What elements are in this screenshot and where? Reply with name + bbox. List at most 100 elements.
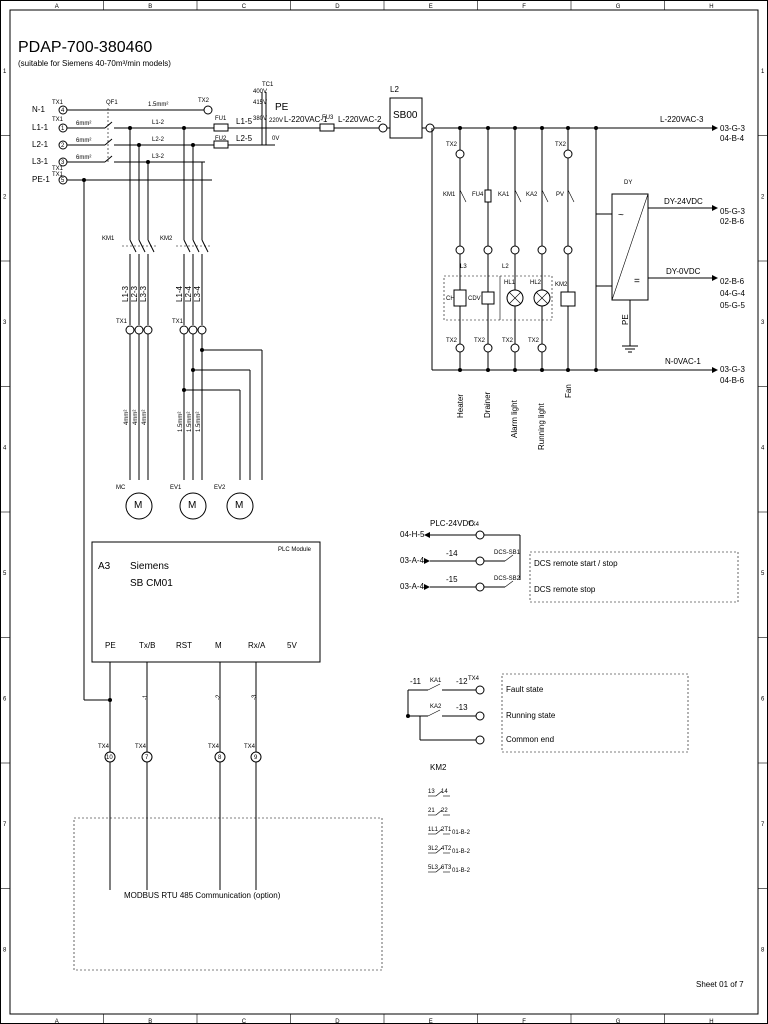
svg-text:TX2: TX2	[502, 338, 514, 344]
km1-phase-2: L2-3	[130, 285, 139, 302]
km2-contact-ref: 01-B-2	[452, 849, 471, 855]
plc-port-m: M	[215, 641, 222, 650]
cable-15b: 1.5mm²	[187, 412, 193, 432]
load-alarm-light: Alarm light	[510, 399, 519, 438]
fu2-label: FU2	[215, 136, 227, 142]
plc-port-pe: PE	[105, 641, 116, 650]
grid-col-H: H	[709, 1019, 713, 1024]
xref-2: 04-B-4	[720, 134, 745, 143]
grid-col-D: D	[335, 4, 340, 10]
dcs-sb1: DCS-SB1	[494, 550, 521, 556]
terminal-l3-num: 3	[61, 160, 65, 166]
km2-contact-a: 21	[428, 808, 435, 814]
km2-contacts-title: KM2	[430, 763, 447, 772]
cdv-label: CDV	[468, 296, 481, 302]
xref-5: 02-B-6	[720, 277, 745, 286]
grid-row-6: 6	[3, 696, 7, 702]
dcs-label-start: DCS remote start / stop	[534, 559, 618, 568]
line-n1-tx: TX1	[52, 100, 64, 106]
line-l3-tx: TX1	[52, 166, 64, 172]
grid-row-5: 5	[3, 571, 7, 577]
supply-section: N-1 TX1 4 L1-1 TX1 1 L2-1 2 L3-1 TX1 3 P…	[32, 82, 745, 700]
ctl-ka1-label: KA1	[498, 192, 510, 198]
tc1-label: TC1	[262, 82, 274, 88]
wire-dy0: DY-0VDC	[666, 267, 701, 276]
l2-load-label: L2	[502, 264, 509, 270]
grid-row-4: 4	[761, 445, 765, 451]
inner-border	[9, 9, 759, 1015]
km2-contact-b: 6T3	[441, 865, 452, 871]
km2-phase-2: L2-4	[184, 285, 193, 302]
l2-load-box	[499, 275, 553, 321]
plc-term-3: 8	[218, 755, 222, 761]
grid-col-D: D	[335, 1019, 340, 1024]
status-w11: -11	[410, 677, 422, 686]
km2-label: KM2	[160, 236, 173, 242]
km2-phase-3: L3-4	[193, 285, 202, 302]
tc1-tap-415: 415V	[253, 100, 267, 106]
svg-text:TX2: TX2	[446, 338, 458, 344]
motor-mc	[125, 492, 153, 520]
status-w13: -13	[456, 703, 468, 712]
km2-coil	[560, 291, 576, 307]
line-pe-label: PE-1	[32, 175, 50, 184]
svg-text:=: =	[634, 276, 640, 287]
km1-label: KM1	[102, 236, 115, 242]
status-common: Common end	[506, 735, 554, 744]
plc-tag: A3	[98, 561, 111, 572]
drainer-coil	[481, 291, 495, 305]
km2-phase-1: L1-4	[175, 285, 184, 302]
heater-element	[453, 289, 467, 307]
load-heater: Heater	[456, 394, 465, 418]
grid-row-2: 2	[761, 194, 765, 200]
km2-contact-ref: 01-B-2	[452, 868, 471, 874]
status-running: Running state	[506, 711, 556, 720]
grid-row-1: 1	[3, 69, 7, 75]
wire-l2-2: L2-2	[152, 137, 165, 143]
dcs-label-stop: DCS remote stop	[534, 585, 596, 594]
grid-col-C: C	[242, 4, 247, 10]
qf1-label: QF1	[106, 100, 118, 106]
plc-wire-3: -3	[252, 694, 258, 700]
km2-contact-ref: 01-B-2	[452, 830, 471, 836]
svg-text:M: M	[134, 500, 142, 511]
plc-wire-2: -2	[216, 694, 222, 700]
svg-text:TX4: TX4	[208, 744, 220, 750]
fu1-label: FU1	[215, 116, 227, 122]
motor-ev1	[179, 492, 207, 520]
tc1-tap-0: 0V	[272, 136, 279, 142]
sb00-label: SB00	[393, 110, 418, 121]
grid-row-4: 4	[3, 445, 7, 451]
grid-row-6: 6	[761, 696, 765, 702]
tc1-tap-380: 380V	[253, 116, 267, 122]
svg-text:TX2: TX2	[528, 338, 540, 344]
grid-col-H: H	[709, 4, 713, 10]
xref-8: 03-G-3	[720, 365, 745, 374]
dcs-sb2: DCS-SB2	[494, 576, 521, 582]
svg-text:TX4: TX4	[244, 744, 256, 750]
grid-row-3: 3	[3, 320, 7, 326]
grid-row-8: 8	[761, 947, 765, 953]
grid-row-5: 5	[761, 571, 765, 577]
km2-contact-b: 2T1	[441, 827, 452, 833]
line-pe-tx: TX1	[52, 172, 64, 178]
dy-label: DY	[624, 180, 632, 186]
wire-dy24: DY-24VDC	[664, 197, 703, 206]
svg-text:~: ~	[618, 210, 624, 221]
ctl-ka2-label: KA2	[526, 192, 538, 198]
grid-col-F: F	[522, 4, 526, 10]
wire-l3-2: L3-2	[152, 154, 165, 160]
wire-size-l1: 6mm²	[76, 121, 91, 127]
xref-9: 04-B-6	[720, 376, 745, 385]
dcs-wire-14: -14	[446, 549, 458, 558]
dcs-ref-3: 03-A-4	[400, 582, 425, 591]
xref-6: 04-G-4	[720, 289, 745, 298]
km2-contact-b: 14	[441, 789, 448, 795]
terminal-tx2-1	[203, 105, 213, 115]
status-box	[501, 673, 689, 753]
line-l1-label: L1-1	[32, 123, 49, 132]
l2-label: L2	[390, 85, 399, 94]
